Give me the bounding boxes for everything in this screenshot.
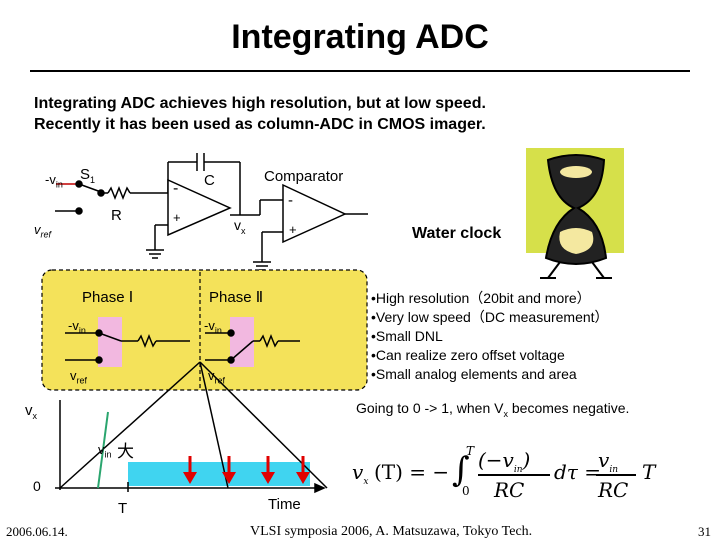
feature-item: •Small DNL — [371, 328, 443, 344]
opamp-plus-label: + — [173, 210, 181, 225]
phase1-label: Phase Ⅰ — [82, 289, 134, 306]
eq-denominator: RC — [494, 478, 525, 502]
water-clock-label: Water clock — [412, 225, 502, 242]
circuit-vin-label: -vin — [45, 172, 63, 190]
phase2-switch — [205, 317, 300, 367]
waveform-time-label: Time — [268, 496, 301, 513]
p1-resistor — [137, 333, 157, 349]
phase2-vin-label: -vin — [204, 318, 222, 336]
intro-line-2: Recently it has been used as column-ADC … — [34, 116, 486, 133]
opamp-minus-label: - — [173, 180, 179, 197]
eq-rhs-t: T — [642, 460, 656, 484]
waveform-vin-label: vin — [98, 442, 112, 460]
feature-item: •Small analog elements and area — [371, 366, 577, 382]
ramp-down-steep — [199, 361, 229, 489]
eq-fraction-bar-2 — [596, 474, 636, 476]
opamp-symbol — [167, 178, 232, 237]
feature-item: •Very low speed（DC measurement） — [371, 309, 609, 325]
comparator-label: Comparator — [264, 168, 344, 185]
intro-text: Integrating ADC achieves high resolution… — [34, 93, 486, 135]
page-title: Integrating ADC — [231, 18, 489, 56]
circuit-vref-label: vref — [34, 222, 52, 240]
red-arrows — [183, 456, 310, 484]
circuit-vx-label: vx — [234, 217, 246, 236]
phase2-label: Phase Ⅱ — [209, 289, 264, 306]
feature-item: •High resolution（20bit and more） — [371, 290, 591, 306]
feature-list: •High resolution（20bit and more） •Very l… — [371, 289, 609, 384]
eq-rhs-numerator: vin — [598, 448, 618, 475]
waveform-zero-label: 0 — [33, 478, 41, 494]
phase2-vref-label: vref — [208, 368, 226, 386]
eq-numerator: (−vin) — [478, 448, 531, 475]
switch-s1-label: S1 — [80, 166, 96, 185]
vin-slope-line — [97, 411, 109, 489]
footer-page-number: 31 — [698, 524, 711, 539]
waveform-large-mark: 大 — [117, 442, 134, 462]
ramp-down — [199, 361, 328, 489]
footer-citation: VLSI symposia 2006, A. Matsuzawa, Tokyo … — [250, 524, 533, 539]
phase1-switch — [65, 317, 190, 367]
switch-s1-blade — [78, 183, 102, 193]
eq-rhs-denominator: RC — [598, 478, 629, 502]
eq-int-lower: 0 — [462, 484, 470, 498]
count-window-band — [128, 462, 310, 486]
integral-sign: ∫ — [452, 450, 470, 490]
p2-blade — [230, 340, 254, 361]
resistor-symbol — [107, 185, 131, 201]
capacitor-label: C — [204, 172, 215, 189]
ramp-up — [59, 361, 201, 489]
p1-blade — [98, 332, 122, 342]
integration-equation: vx (T) = − ∫ T 0 (−vin) RC dτ = vin RC T — [352, 444, 662, 504]
comp-minus-label: - — [288, 192, 293, 209]
water-clock-illustration — [526, 148, 624, 279]
waveform-vx-label: vx — [25, 402, 37, 421]
resistor-label: R — [111, 207, 122, 224]
phase-box — [41, 269, 368, 391]
phase1-vin-label: -vin — [68, 318, 86, 336]
eq-int-upper: T — [466, 444, 475, 458]
p2-resistor — [259, 333, 279, 349]
waveform-t-label: T — [118, 500, 128, 517]
comparator-note: Going to 0 -> 1, when Vx becomes negativ… — [356, 400, 630, 419]
comparator-symbol — [282, 183, 347, 244]
eq-lhs: vx — [352, 460, 369, 487]
eq-dtau: dτ = — [554, 460, 601, 484]
integrator-circuit — [55, 153, 368, 271]
title-divider — [30, 70, 690, 72]
eq-arg: (T) = − — [374, 460, 450, 484]
feature-item: •Can realize zero offset voltage — [371, 347, 565, 363]
phase1-vref-label: vref — [70, 368, 88, 386]
intro-line-1: Integrating ADC achieves high resolution… — [34, 95, 486, 112]
comp-plus-label: + — [289, 222, 297, 237]
footer-date: 2006.06.14. — [6, 524, 68, 539]
eq-fraction-bar-1 — [478, 474, 550, 476]
